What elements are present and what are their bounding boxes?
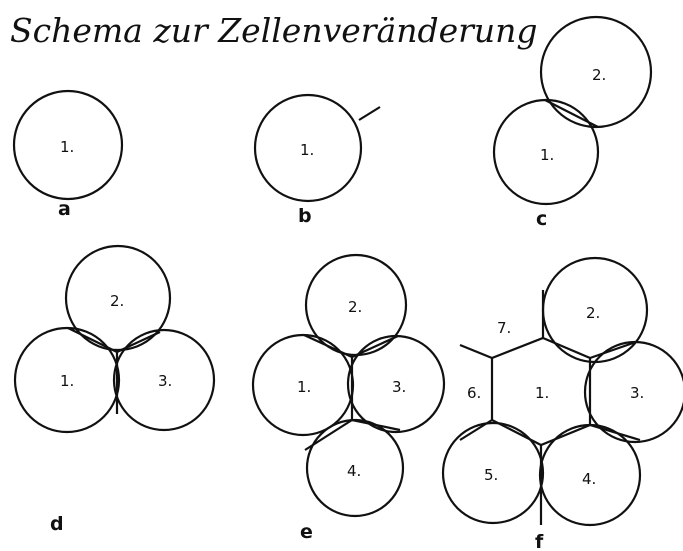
diagram-title: Schema zur Zellenveränderung bbox=[10, 11, 538, 50]
cell-label: 3. bbox=[392, 378, 406, 396]
cell-label: 3. bbox=[630, 384, 644, 402]
cell-wall bbox=[67, 327, 161, 414]
cell-wall bbox=[303, 334, 401, 451]
panel-d: 2. 1. 3. d bbox=[13, 244, 216, 535]
cell-label: 4. bbox=[582, 470, 596, 488]
cell-label: 2. bbox=[592, 66, 606, 84]
cell-outline bbox=[64, 244, 172, 352]
panel-b: 1. b bbox=[253, 93, 381, 227]
cell-label: 1. bbox=[535, 384, 549, 402]
cell-label: 2. bbox=[586, 304, 600, 322]
cell-outline bbox=[253, 93, 363, 203]
cell-label: 2. bbox=[348, 298, 362, 316]
cell-outline bbox=[441, 421, 545, 525]
wall-bud bbox=[358, 106, 381, 121]
cell-wall bbox=[544, 99, 599, 128]
panel-letter: b bbox=[298, 205, 312, 227]
cell-outline bbox=[13, 326, 121, 434]
cell-label: 1. bbox=[300, 141, 314, 159]
cell-label: 1. bbox=[297, 378, 311, 396]
panel-f: 2. 3. 4. 5. 1. 6. 7. f bbox=[441, 256, 683, 551]
cell-label: 1. bbox=[60, 138, 74, 156]
cell-label: 3. bbox=[158, 372, 172, 390]
panel-letter: f bbox=[535, 531, 544, 551]
cell-outline bbox=[12, 89, 124, 201]
panel-e: 2. 1. 3. 4. e bbox=[251, 253, 446, 543]
cell-label: 4. bbox=[347, 462, 361, 480]
cell-label: 6. bbox=[467, 384, 481, 402]
panel-letter: e bbox=[300, 521, 313, 543]
cell-wall bbox=[459, 290, 641, 525]
panel-a: 1. a bbox=[12, 89, 124, 220]
cell-label: 7. bbox=[497, 319, 511, 337]
cell-outline bbox=[112, 328, 216, 432]
cell-label: 1. bbox=[540, 146, 554, 164]
panel-letter: c bbox=[536, 208, 547, 230]
panel-c: 2. 1. c bbox=[492, 15, 653, 230]
panel-letter: a bbox=[58, 198, 71, 220]
cell-label: 2. bbox=[110, 292, 124, 310]
cell-label: 1. bbox=[60, 372, 74, 390]
panel-letter: d bbox=[50, 513, 64, 535]
cell-label: 5. bbox=[484, 466, 498, 484]
